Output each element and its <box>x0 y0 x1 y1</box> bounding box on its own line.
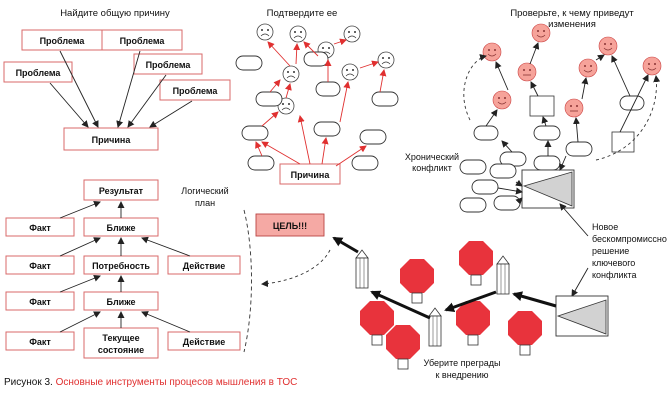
problem-box-3: Проблема <box>3 61 73 83</box>
closer-label: Ближе <box>107 297 136 307</box>
q3-title-line1: Проверьте, к чему приведут <box>510 8 634 19</box>
conflict-arrows <box>497 155 567 205</box>
q2-clouds <box>235 51 399 171</box>
obstacles-label-line2: к внедрению <box>435 370 488 380</box>
fact-box-3: Факт <box>5 291 75 311</box>
action-box-2: Действие <box>167 331 241 351</box>
current-state-line1: Текущее <box>102 333 139 343</box>
conflict-label-line1: Хронический <box>405 152 459 162</box>
goal-label: ЦЕЛЬ!!! <box>273 221 307 231</box>
caption-text: Основные инструменты процесов мышления в… <box>55 377 298 388</box>
stop-signs <box>359 240 543 370</box>
fact-label: Факт <box>29 261 51 271</box>
action-label: Действие <box>183 337 226 347</box>
closer-box-1: Ближе <box>83 217 159 237</box>
solution-line: решение <box>592 246 629 256</box>
problem-label: Проблема <box>16 68 62 78</box>
conflict-cloud: Хронический конфликт Новое бескомпромисс… <box>405 152 667 297</box>
fact-box-1: Факт <box>5 217 75 237</box>
caption-label: Рисунок 3. <box>4 377 53 388</box>
figure-caption: Рисунок 3. Основные инструменты процесов… <box>4 377 297 388</box>
fact-label: Факт <box>29 337 51 347</box>
plan-label-line1: Логический <box>181 186 228 196</box>
q1-arrows <box>49 50 193 128</box>
implementation-arrows <box>332 236 557 320</box>
need-label: Потребность <box>92 261 150 271</box>
logical-plan-tree: Результат Логический план Факт Ближе Фак… <box>5 179 252 359</box>
q2-title: Подтвердите ее <box>267 8 338 19</box>
conflict-solution-box <box>521 169 575 209</box>
fact-label: Факт <box>29 223 51 233</box>
current-state-line2: состояние <box>98 345 144 355</box>
confirm-tree: Подтвердите ее Причина <box>235 8 399 185</box>
new-solution-label: Новое бескомпромиссное решение ключевого… <box>592 222 667 280</box>
q4-arrows <box>59 200 191 333</box>
solution-line: конфликта <box>592 270 637 280</box>
action-box-1: Действие <box>167 255 241 275</box>
problem-label: Проблема <box>40 36 86 46</box>
problem-label: Проблема <box>120 36 166 46</box>
problem-box-1: Проблема <box>21 29 103 51</box>
q1-title: Найдите общую причину <box>60 8 170 19</box>
problem-box-5: Проблема <box>159 79 231 101</box>
current-state-box: Текущее состояние <box>83 327 159 359</box>
fact-box-2: Факт <box>5 255 75 275</box>
future-reality-tree: Проверьте, к чему приведут изменения <box>463 8 662 171</box>
problem-box-2: Проблема <box>101 29 183 51</box>
q3-nodes <box>473 95 645 171</box>
closer-box-2: Ближе <box>83 291 159 311</box>
need-box: Потребность <box>83 255 159 275</box>
cause-label: Причина <box>92 135 132 145</box>
fact-label: Факт <box>29 297 51 307</box>
q3-arrows <box>463 42 661 161</box>
goal-dashed-link <box>261 249 331 288</box>
conflict-nodes <box>459 159 521 213</box>
plan-label-line2: план <box>195 198 215 208</box>
result-label: Результат <box>99 186 144 196</box>
q2-cause-box: Причина <box>279 163 341 185</box>
transition-tree: ЦЕЛЬ!!! Уберите преграды к внедр <box>255 213 609 380</box>
obstacles-label-line1: Уберите преграды <box>423 358 500 368</box>
solution-line: ключевого <box>592 258 635 268</box>
problem-label: Проблема <box>173 86 219 96</box>
plan-bracket <box>243 209 252 353</box>
action-label: Действие <box>183 261 226 271</box>
result-box: Результат <box>83 179 159 201</box>
problem-label: Проблема <box>146 60 192 70</box>
q2-red-arrows <box>255 38 387 167</box>
fact-box-4: Факт <box>5 331 75 351</box>
q2-cause-label: Причина <box>291 170 331 180</box>
goal-box: ЦЕЛЬ!!! <box>255 213 325 237</box>
solution-line: Новое <box>592 222 618 232</box>
current-reality-tree: Найдите общую причину Проблема Проблема … <box>3 8 231 151</box>
closer-label: Ближе <box>107 223 136 233</box>
q3-title-line2: изменения <box>548 19 596 30</box>
problem-box-4: Проблема <box>133 53 203 75</box>
obstacle-solution-box <box>555 295 609 337</box>
conflict-label-line2: конфликт <box>412 163 452 173</box>
cause-box: Причина <box>63 127 159 151</box>
solution-line: бескомпромиссное <box>592 234 667 244</box>
